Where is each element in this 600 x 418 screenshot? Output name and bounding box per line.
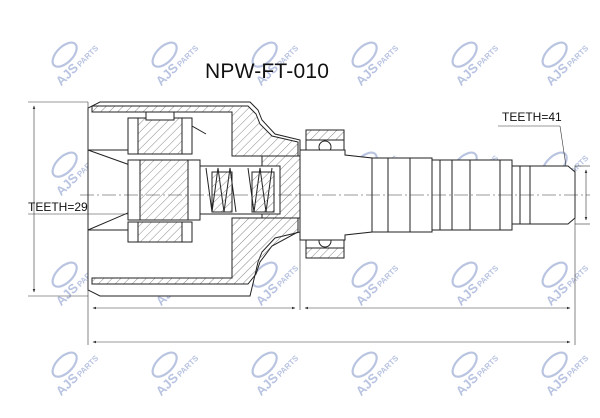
dimension-lines xyxy=(28,101,590,345)
part-number-title: NPW-FT-010 xyxy=(205,60,330,83)
tripod-assembly xyxy=(127,111,207,243)
teeth-count-right-label: TEETH=41 xyxy=(502,110,562,124)
housing-wall-top xyxy=(91,105,299,157)
teeth-count-left-label: TEETH=29 xyxy=(28,200,88,214)
cv-joint-drawing xyxy=(28,101,590,345)
spring-retainer xyxy=(199,165,281,215)
housing-wall-bottom xyxy=(91,217,299,285)
